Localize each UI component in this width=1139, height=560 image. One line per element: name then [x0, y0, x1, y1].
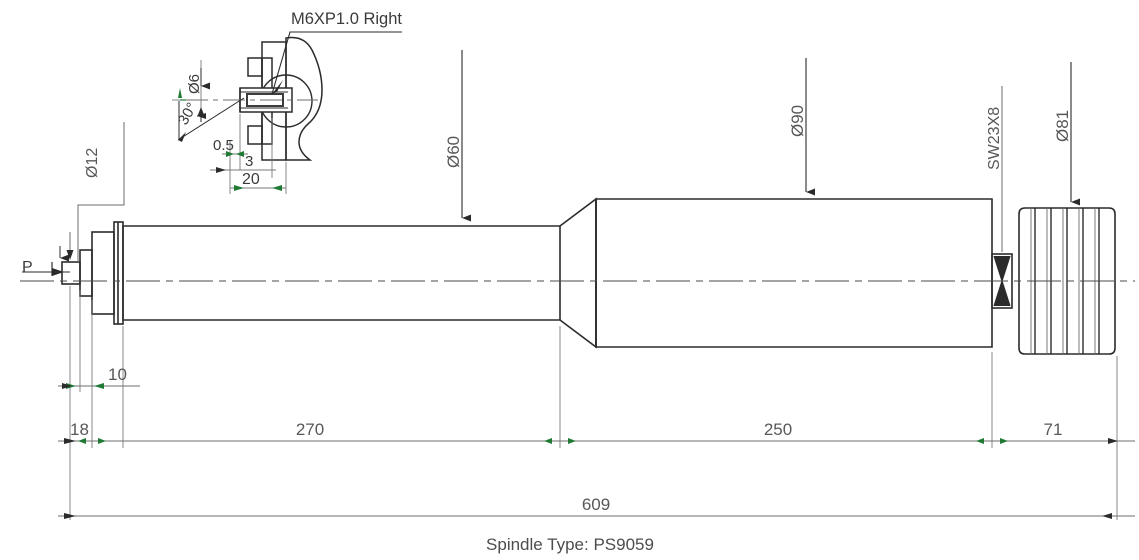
detail-marker-p	[22, 232, 74, 276]
dim-line-10	[58, 383, 140, 389]
detail-marker-label: P	[22, 259, 33, 276]
detail-dim-20-label: 20	[242, 171, 260, 188]
dim-10-label: 10	[108, 365, 127, 384]
body-d60	[122, 225, 561, 321]
sw23x8-label: SW23X8	[986, 107, 1003, 170]
dim-d6	[197, 60, 210, 122]
dim-20	[229, 160, 287, 194]
flange-face-plate	[113, 221, 124, 325]
dia-90-label: Ø90	[788, 105, 807, 137]
dim-270-label: 270	[296, 420, 324, 439]
dim-18-label: 18	[70, 420, 89, 439]
diameter-leaders	[77, 50, 1080, 262]
spindle-main-view	[61, 197, 1116, 355]
dia-12-label: Ø12	[84, 148, 101, 178]
detail-outer-profile	[285, 36, 323, 161]
dim-line-chain	[58, 438, 1135, 444]
dim-3	[210, 118, 276, 178]
detail-bore-label: Ø6	[186, 74, 203, 94]
extension-lines	[69, 286, 1118, 520]
dia-60-label: Ø60	[444, 136, 463, 168]
dim-angle-30	[172, 88, 245, 142]
dim-609-label: 609	[582, 495, 610, 514]
drawing-title: Spindle Type: PS9059	[486, 535, 654, 554]
dim-line-609	[58, 513, 1135, 519]
body-d90	[595, 198, 993, 348]
dim-250-label: 250	[764, 420, 792, 439]
dia-81-label: Ø81	[1053, 110, 1072, 142]
taper-d60-to-d90	[559, 197, 597, 349]
leader-d12	[77, 122, 125, 262]
thread-leader-line	[271, 31, 402, 95]
detail-dim-3-label: 3	[245, 153, 253, 170]
shaft-step-collar	[79, 249, 93, 297]
thread-spec-label: M6XP1.0 Right	[291, 10, 402, 28]
dim-71-label: 71	[1044, 420, 1063, 439]
front-flange	[91, 231, 115, 315]
detail-dim-0-5-label: 0.5	[213, 137, 234, 154]
detail-view-p	[186, 31, 402, 161]
detail-dimensions	[172, 60, 287, 194]
bottom-dimension-chain	[58, 286, 1135, 520]
